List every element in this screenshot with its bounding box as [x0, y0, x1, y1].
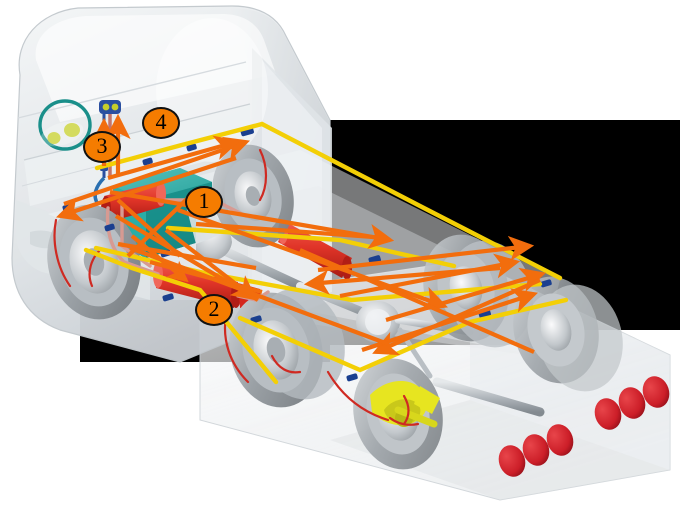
arrow-to-front-wheel: [56, 156, 237, 222]
callout-label-4: 4: [155, 109, 167, 134]
orange-dimension-arrows-extended: [129, 208, 535, 354]
arrow-long-sweep-far: [299, 248, 535, 354]
callout-label-1: 1: [198, 188, 210, 213]
rear-drum-brake-highlight: [370, 381, 440, 428]
arrow-front-upper-left-2: [107, 135, 241, 181]
rear-marker-lamp-cluster: [498, 376, 670, 477]
arrow-rearmost-c: [361, 288, 538, 352]
callout-marker-3[interactable]: 3: [83, 131, 121, 163]
arrow-long-sweep-right: [177, 208, 448, 311]
arrow-chassis-span-right: [109, 189, 395, 249]
arrow-rear-axle-diag: [339, 253, 521, 299]
pedal-cluster-highlight: [38, 99, 92, 151]
arrow-rearmost-a: [385, 267, 547, 323]
orange-dimension-arrows: [56, 113, 547, 356]
arrow-rear-axle-width: [317, 235, 535, 273]
arrow-long-sweep-right-2: [129, 246, 389, 346]
red-brake-lines: [53, 148, 420, 426]
callout-label-3: 3: [96, 133, 108, 158]
callout-label-2: 2: [208, 296, 220, 321]
callout-marker-1[interactable]: 1: [185, 186, 223, 218]
callout-marker-4[interactable]: 4: [142, 107, 180, 139]
callout-marker-2[interactable]: 2: [195, 294, 233, 326]
